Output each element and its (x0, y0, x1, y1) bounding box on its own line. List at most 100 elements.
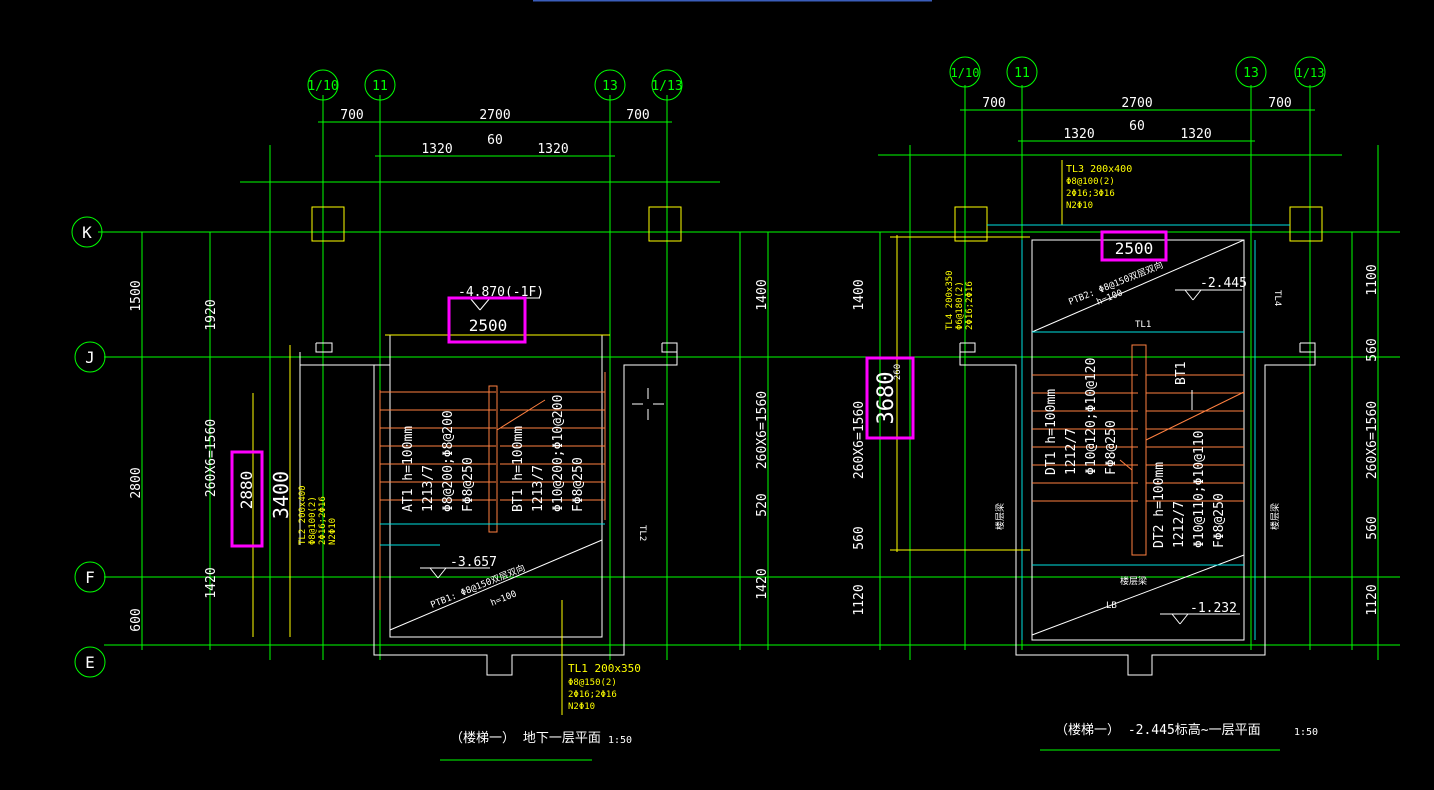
dim-text: 700 (982, 96, 1005, 111)
axis-label: J (85, 348, 95, 367)
axis-label: 13 (1243, 66, 1259, 81)
annotation-text: TL3 200x400 (1066, 164, 1132, 175)
annotation-text: TL4 200x350 (945, 270, 955, 330)
annotation-text: 2Φ16;2Φ16 (568, 690, 617, 700)
stair-spec: 1213/7 (421, 465, 436, 512)
annotation-text: Φ8@150(2) (568, 678, 617, 688)
axis-label: F (85, 568, 95, 587)
stair-spec: FΦ8@250 (1212, 493, 1227, 548)
annotation-text: TL2 200x400 (298, 485, 308, 545)
dim-text: 3400 (269, 471, 293, 519)
elevation-text: -2.445 (1200, 276, 1247, 291)
dim-text: 1400 (755, 279, 770, 310)
elevation-text: -3.657 (450, 555, 497, 570)
stair-spec: FΦ8@250 (571, 457, 586, 512)
dim-text: 700 (1268, 96, 1291, 111)
plan-scale: 1:50 (1294, 727, 1318, 738)
dim-text: 700 (340, 108, 363, 123)
axis-label: E (85, 653, 95, 672)
elevation-text: -1.232 (1190, 601, 1237, 616)
stair-spec: 1212/7 (1172, 501, 1187, 548)
plan-scale: 1:50 (608, 735, 632, 746)
annotation-text: 2Φ16;3Φ16 (1066, 189, 1115, 199)
left-plan: 1/10 11 13 1/13 K J F E 700 2700 700 132… (71, 69, 800, 761)
axis-label: 13 (602, 79, 618, 94)
dim-text: 60 (1129, 119, 1145, 134)
axis-label: 1/13 (1296, 66, 1325, 80)
stair-spec: DT1 h=100mm (1044, 389, 1059, 475)
dim-text: 260X6=1560 (1365, 401, 1380, 479)
stair-spec: DT2 h=100mm (1152, 462, 1167, 548)
dim-text: 1500 (129, 280, 144, 311)
dim-text: 2700 (1121, 96, 1152, 111)
small-label: 楼层梁 (994, 503, 1006, 530)
stair-spec: BT1 h=100mm (511, 426, 526, 512)
dim-text: 260 (893, 364, 903, 380)
annotation-text: 2Φ16;2Φ16 (318, 496, 328, 545)
annotation-text: N2Φ10 (328, 518, 338, 545)
stair-spec: BT1 (1174, 362, 1189, 385)
dim-text: 560 (852, 526, 867, 549)
stair-spec: FΦ8@250 (461, 457, 476, 512)
stair-spec: FΦ8@250 (1104, 420, 1119, 475)
annotation-text: N2Φ10 (568, 702, 595, 712)
dim-text: 1400 (852, 279, 867, 310)
dim-text: 1120 (1365, 584, 1380, 615)
dim-text: 1320 (421, 142, 452, 157)
annotation-text: TL1 200x350 (568, 662, 641, 675)
dim-text: 560 (1365, 338, 1380, 361)
dim-text: 2500 (469, 316, 508, 335)
elevation-text: -4.870(-1F) (458, 285, 544, 300)
annotation-text: N2Φ10 (1066, 201, 1093, 211)
stair-spec: Φ10@120;Φ10@120 (1084, 358, 1099, 475)
annotation-text: 2Φ16;2Φ16 (965, 281, 975, 330)
dim-text: 560 (1365, 516, 1380, 539)
axis-label: 11 (372, 79, 388, 94)
dim-text: 2880 (237, 471, 256, 510)
beam-label: TL4 (1272, 290, 1282, 306)
small-label: 楼层梁 (1120, 575, 1147, 587)
beam-label: TL2 (637, 525, 647, 541)
beam-label: TL1 (1135, 320, 1151, 330)
dim-text: 600 (129, 608, 144, 631)
axis-label: 1/13 (651, 79, 682, 94)
dim-text: 1420 (755, 568, 770, 599)
dim-text: 260X6=1560 (755, 391, 770, 469)
right-plan: 1/10 11 13 1/13 700 2700 700 1320 60 132… (800, 56, 1400, 751)
dim-text: 260X6=1560 (852, 401, 867, 479)
dim-text: 700 (626, 108, 649, 123)
plan-title: （楼梯一） -2.445标高~一层平面 (1055, 722, 1261, 738)
small-label: 楼层梁 (1269, 503, 1281, 530)
stair-spec: Φ10@110;Φ10@110 (1192, 431, 1207, 548)
dim-text: 2800 (129, 467, 144, 498)
beam-label: LB (1106, 601, 1117, 611)
stair-spec: AT1 h=100mm (401, 426, 416, 512)
axis-label: 11 (1014, 66, 1030, 81)
dim-text: 1420 (204, 567, 219, 598)
stair-spec: 1213/7 (531, 465, 546, 512)
dim-text: 1320 (1063, 127, 1094, 142)
dim-text: 1920 (204, 299, 219, 330)
annotation-text: Φ8@100(2) (1066, 177, 1115, 187)
slab-text: h=100 (489, 589, 518, 608)
annotation-text: Φ6@180(2) (955, 281, 965, 330)
axis-label: 1/10 (951, 66, 980, 80)
stair-spec: Φ10@200;Φ10@200 (551, 395, 566, 512)
dim-text: 1320 (537, 142, 568, 157)
axis-label: 1/10 (307, 79, 338, 94)
stair-spec: 1212/7 (1064, 428, 1079, 475)
dim-text: 2700 (479, 108, 510, 123)
dim-text: 260X6=1560 (204, 419, 219, 497)
dim-text: 1120 (852, 584, 867, 615)
dim-text: 2500 (1115, 239, 1154, 258)
plan-title: （楼梯一） 地下一层平面 (450, 731, 601, 746)
dim-text: 3680 (874, 372, 899, 425)
dim-text: 1320 (1180, 127, 1211, 142)
dim-text: 1100 (1365, 264, 1380, 295)
dim-text: 60 (487, 133, 503, 148)
axis-label: K (82, 223, 92, 242)
crosshair-cursor (632, 388, 664, 420)
stair-spec: Φ8@200;Φ8@200 (441, 410, 456, 512)
dim-text: 520 (755, 493, 770, 516)
